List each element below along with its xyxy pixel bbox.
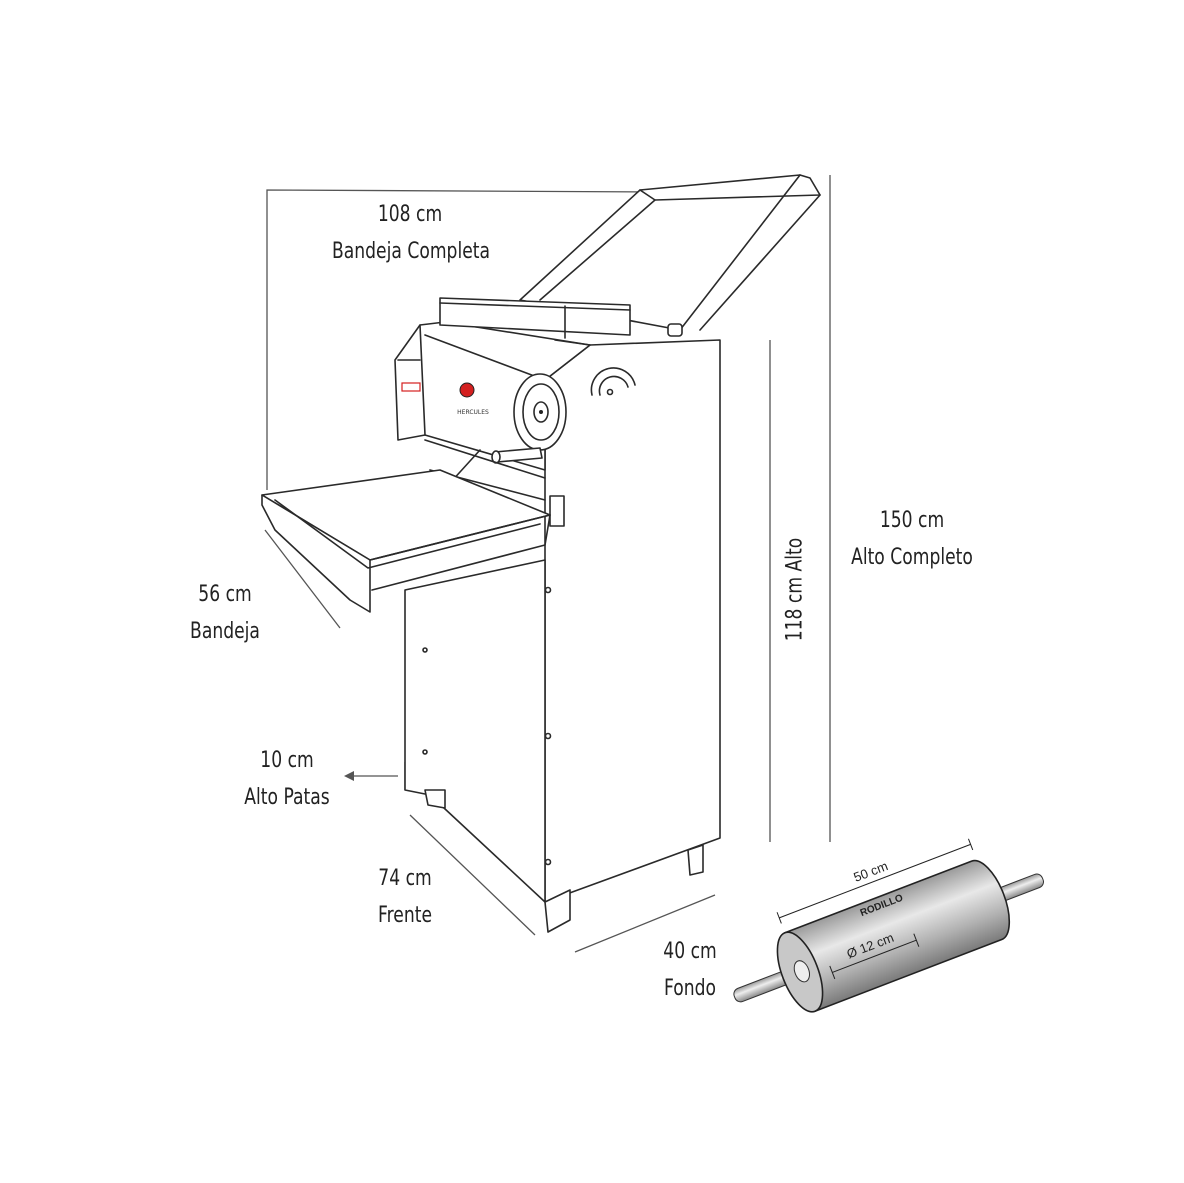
front-tray bbox=[261, 469, 551, 613]
brand-logo-text: HERCULES bbox=[457, 409, 489, 416]
depth-dimension: 40 cm Fondo bbox=[628, 933, 753, 1007]
dimension-label: Alto Patas bbox=[244, 785, 330, 810]
roller-length-label: 50 cm bbox=[851, 858, 889, 885]
upper-chute bbox=[519, 174, 821, 331]
total-height-dimension: 150 cm Alto Completo bbox=[834, 502, 990, 576]
cabinet: HERCULES bbox=[394, 297, 721, 903]
brand-logo-icon bbox=[459, 382, 475, 398]
dimension-label: Bandeja bbox=[190, 619, 260, 644]
thickness-dial bbox=[590, 367, 636, 396]
dimension-value: 10 cm bbox=[260, 748, 314, 773]
dimension-value: 118 cm Alto bbox=[782, 537, 808, 642]
arrow-left-icon bbox=[344, 771, 354, 781]
power-switch bbox=[549, 495, 565, 527]
roller-cylinder bbox=[783, 859, 1011, 1013]
handwheel bbox=[491, 373, 567, 464]
legs-dimension: 10 cm Alto Patas bbox=[225, 742, 350, 816]
front-dimension: 74 cm Frente bbox=[343, 860, 468, 934]
dimension-value: 56 cm bbox=[198, 582, 252, 607]
dimension-value: 108 cm bbox=[377, 202, 443, 227]
dimension-label: Fondo bbox=[663, 976, 717, 1001]
legs bbox=[424, 789, 704, 933]
body-height-dimension: 118 cm Alto bbox=[777, 527, 814, 652]
dimension-value: 40 cm bbox=[663, 939, 717, 964]
dimension-value: 150 cm bbox=[879, 508, 945, 533]
dimension-lines bbox=[264, 175, 831, 953]
roller-illustration: 50 cm RODILLO Ø 12 cm bbox=[733, 838, 1044, 1013]
dimension-label: Frente bbox=[377, 903, 433, 928]
tray-dimension: 56 cm Bandeja bbox=[163, 576, 288, 650]
red-label-icon bbox=[401, 382, 421, 392]
dimension-label: Bandeja Completa bbox=[332, 239, 491, 264]
dimension-label: Alto Completo bbox=[851, 545, 973, 570]
tray-full-dimension: 108 cm Bandeja Completa bbox=[332, 196, 491, 270]
dimension-value: 74 cm bbox=[378, 866, 432, 891]
